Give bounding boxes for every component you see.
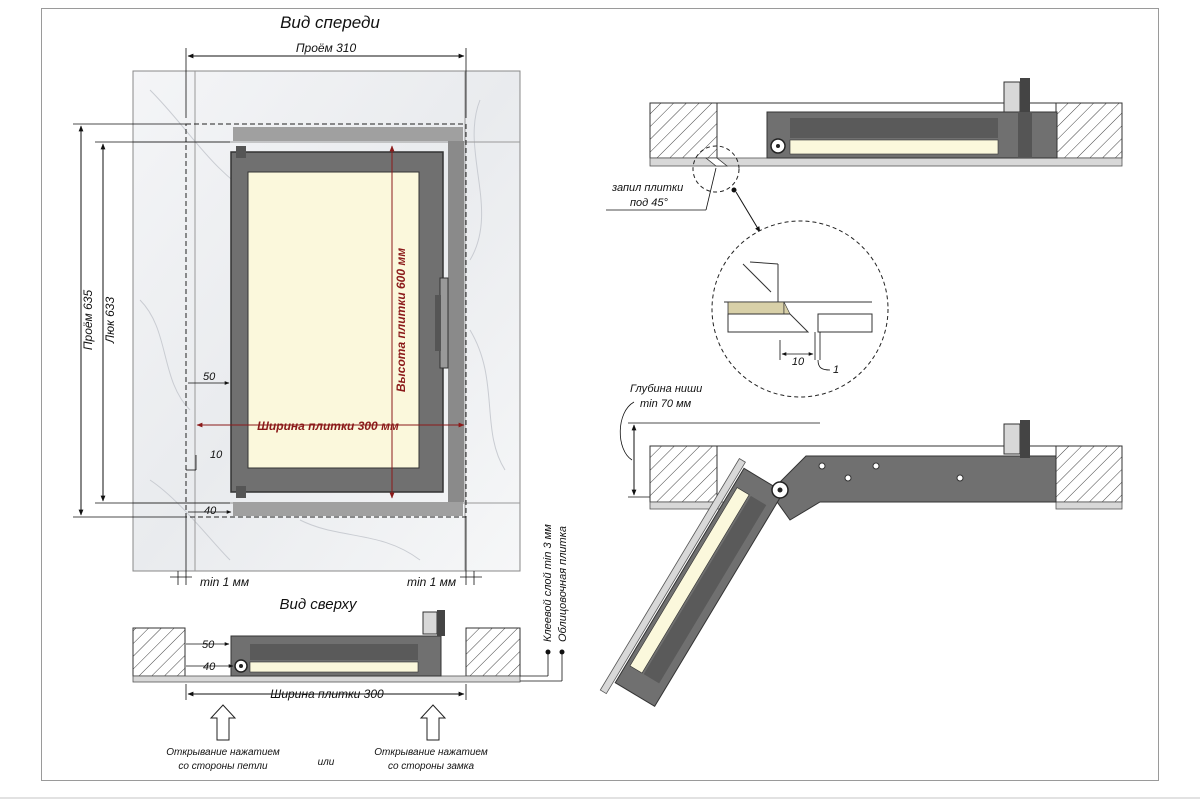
top-view-title: Вид сверху xyxy=(280,596,358,613)
closed-lock-handle xyxy=(1020,78,1030,116)
closed-wall-right xyxy=(1055,102,1123,159)
frame-side-strip xyxy=(448,141,464,502)
open-door-tile xyxy=(599,458,746,695)
open-door xyxy=(599,458,785,708)
detail-tile-right xyxy=(817,313,873,333)
closed-wall-left xyxy=(649,102,718,159)
top-lock xyxy=(422,611,438,635)
top-hatch-profile xyxy=(250,644,418,660)
open-frame-arm xyxy=(769,455,1057,521)
or-label: или xyxy=(318,757,335,768)
open-hinge-line1: Открывание нажатием xyxy=(166,747,280,758)
marble-veins xyxy=(139,89,506,561)
frame-bottom-strip xyxy=(233,502,463,516)
open-wall-right xyxy=(1055,445,1123,503)
tile-height-label: Высота плитки 600 мм xyxy=(394,248,408,392)
niche-depth-line1: Глубина ниши xyxy=(630,383,702,395)
front-dim-50: 50 xyxy=(203,371,216,383)
front-dim-40: 40 xyxy=(204,505,217,517)
top-view: Вид сверху 50 40 Ширина плитки 300 Клеев… xyxy=(132,524,569,772)
lock xyxy=(439,277,449,369)
frame-top-strip xyxy=(233,127,463,141)
top-lock-handle xyxy=(437,610,445,636)
front-dim-10: 10 xyxy=(210,449,223,461)
tile-width-label: Ширина плитки 300 мм xyxy=(257,419,399,433)
hinge-top xyxy=(236,146,246,158)
top-wall-left xyxy=(132,627,186,677)
top-wall-right xyxy=(465,627,521,677)
detail-dim-10: 10 xyxy=(792,356,805,368)
adhesive-layer-label: Клеевой слой min 3 мм xyxy=(542,524,554,642)
open-lock-line1: Открывание нажатием xyxy=(374,747,488,758)
front-view-title: Вид спереди xyxy=(280,13,380,32)
facing-tile-label: Облицовочная плитка xyxy=(557,526,569,642)
bottom-rule xyxy=(0,797,1200,799)
press-arrow-hinge-icon xyxy=(209,704,237,741)
opening-width-label: Проём 310 xyxy=(296,41,357,55)
chamfer-callout-circle xyxy=(692,145,740,193)
chamfer-label-line2: под 45° xyxy=(630,197,669,209)
opening-height-label: Проём 635 xyxy=(81,290,95,351)
top-tile-layer xyxy=(132,675,521,683)
open-lock xyxy=(1003,423,1021,455)
closed-lock xyxy=(1003,81,1021,113)
top-hatch-panel xyxy=(249,661,419,673)
closed-hatch-profile xyxy=(790,118,998,138)
min-gap-right: min 1 мм xyxy=(407,575,456,589)
min-gap-left: min 1 мм xyxy=(200,575,249,589)
detail-view: 10 1 xyxy=(711,220,889,398)
closed-section: запил плитки под 45° xyxy=(606,78,1123,233)
top-tile-width-label: Ширина плитки 300 xyxy=(270,687,384,701)
open-wall-left xyxy=(649,445,718,503)
chamfer-label-line1: запил плитки xyxy=(611,182,683,194)
detail-tile-chamfer xyxy=(727,313,810,333)
detail-circle xyxy=(711,220,889,398)
hatch-height-label: Люк 633 xyxy=(103,297,117,345)
open-lock-handle xyxy=(1020,420,1030,458)
niche-depth-line2: min 70 мм xyxy=(640,398,692,410)
detail-adhesive xyxy=(727,301,785,315)
drawing-frame xyxy=(41,8,1159,781)
opening-outline xyxy=(185,123,467,518)
open-hinge-line2: со стороны петли xyxy=(178,761,268,772)
press-arrow-lock-icon xyxy=(419,704,447,741)
hinge-bottom xyxy=(236,486,246,498)
open-section: Глубина ниши min 70 мм xyxy=(599,383,1123,708)
detail-dim-1: 1 xyxy=(833,364,839,376)
front-view: Вид спереди xyxy=(73,13,521,589)
open-lock-line2: со стороны замка xyxy=(388,761,475,772)
closed-hatch-panel xyxy=(789,139,999,155)
lock-handle xyxy=(435,295,441,351)
top-dim-50: 50 xyxy=(202,639,215,651)
top-dim-40: 40 xyxy=(203,661,216,673)
